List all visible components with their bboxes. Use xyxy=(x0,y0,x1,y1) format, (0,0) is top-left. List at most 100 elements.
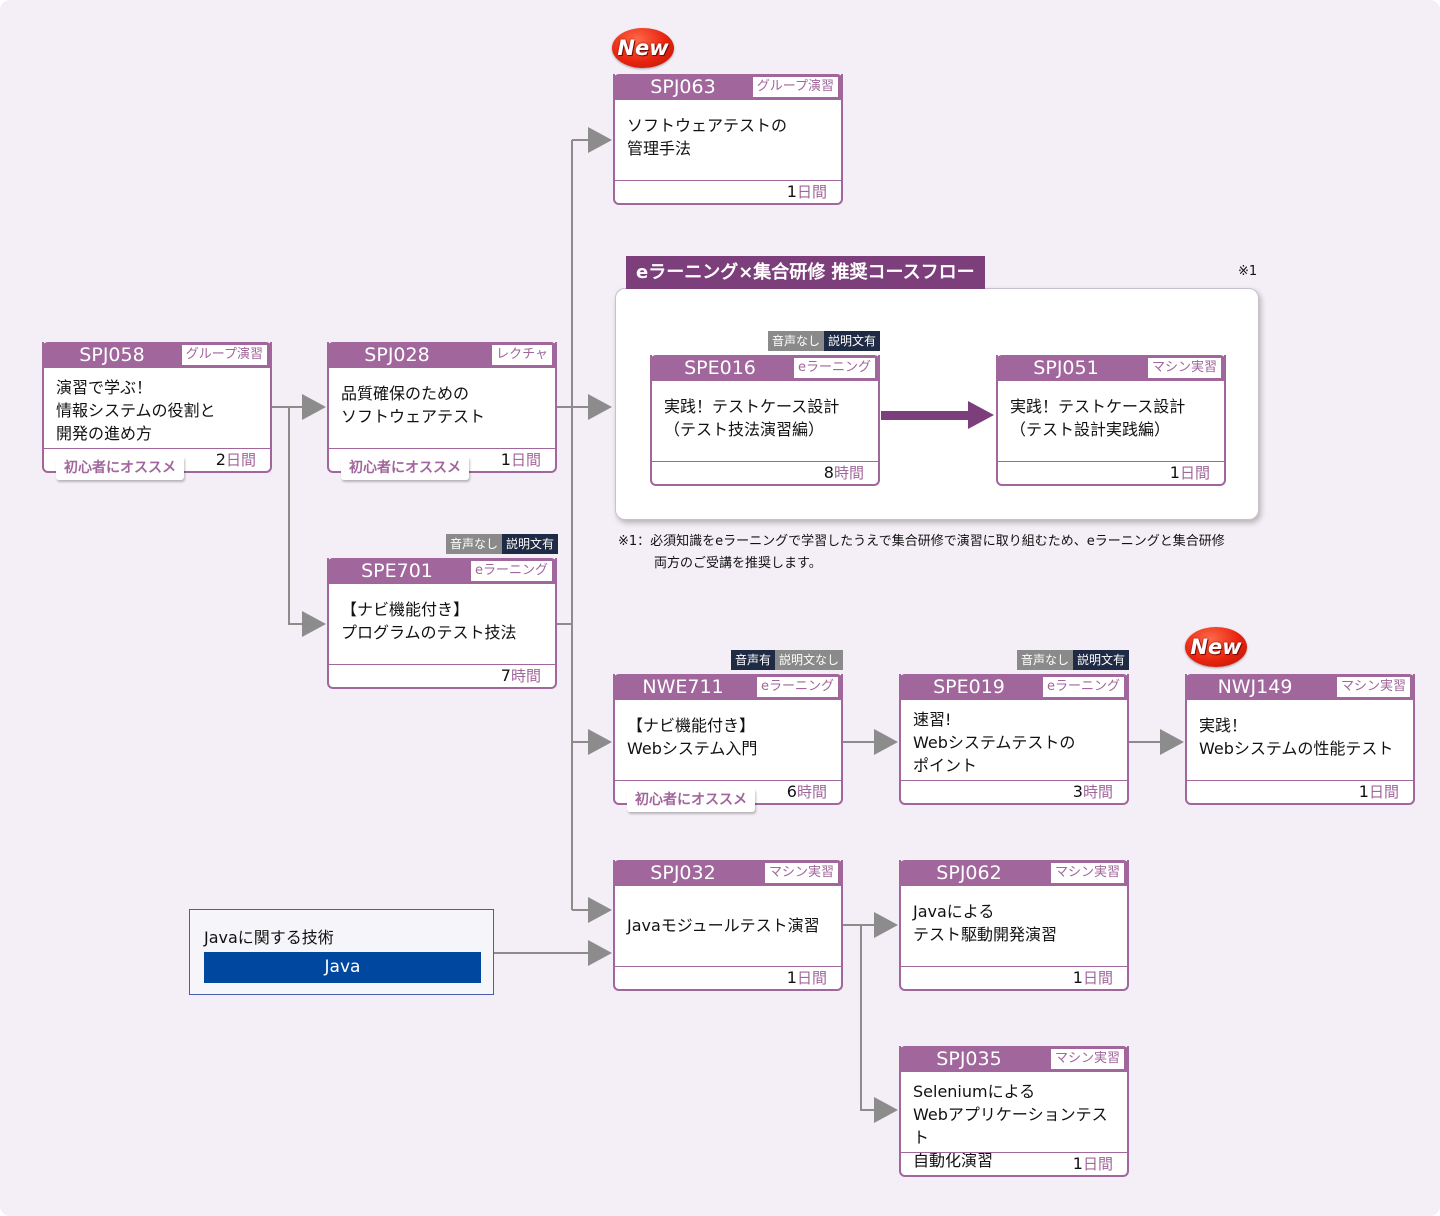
course-card-spe016[interactable]: SPE016 eラーニング 実践！テストケース設計 （テスト技法演習編） 8時間 xyxy=(650,355,880,486)
duration-unit: 日間 xyxy=(1082,1155,1113,1173)
course-footer xyxy=(901,966,1127,989)
flow-label: eラーニング×集合研修 推奨コースフロー xyxy=(626,256,985,289)
course-card-spj062[interactable]: SPJ062 マシン実習 Javaによる テスト駆動開発演習 1日間 xyxy=(899,860,1129,991)
duration-number: 1 xyxy=(1169,463,1180,482)
footnote-line1: ※1：必須知識をeラーニングで学習したうえで集合研修で演習に取り組むため、eラー… xyxy=(618,534,1225,549)
caption-label: 説明文有 xyxy=(502,534,559,554)
course-title: 品質確保のための ソフトウェアテスト xyxy=(341,384,486,426)
course-code: SPE701 xyxy=(361,560,433,582)
duration-number: 7 xyxy=(500,666,511,685)
caption-label: 説明文有 xyxy=(824,331,881,351)
course-title: 実践！ Webシステムの性能テスト xyxy=(1199,716,1394,758)
course-type: マシン実習 xyxy=(1336,677,1410,697)
arrow-spj028 xyxy=(302,394,326,420)
course-duration: 1日間 xyxy=(1073,1153,1113,1174)
course-type: マシン実習 xyxy=(764,863,838,883)
course-footer xyxy=(998,461,1224,484)
course-duration: 3時間 xyxy=(1073,781,1113,802)
duration-number: 1 xyxy=(786,968,797,987)
duration-unit: 時間 xyxy=(1082,783,1113,801)
course-card-spj063[interactable]: SPJ063 グループ演習 ソフトウェアテストの 管理手法 1日間 xyxy=(613,74,843,205)
course-card-spe019[interactable]: SPE019 eラーニング 速習! Webシステムテストの ポイント 3時間 xyxy=(899,674,1129,805)
course-card-spj051[interactable]: SPJ051 マシン実習 実践！テストケース設計 （テスト設計実践編） 1日間 xyxy=(996,355,1226,486)
course-title: 演習で学ぶ！ 情報システムの役割と 開発の進め方 xyxy=(56,378,216,443)
new-badge-nwj149: New xyxy=(1185,627,1247,667)
duration-unit: 時間 xyxy=(796,783,827,801)
arrow-spj035 xyxy=(874,1097,898,1123)
course-title: 【ナビ機能付き】 プログラムのテスト技法 xyxy=(341,600,517,642)
arrow-flowbox xyxy=(588,394,612,420)
footnote-line2: 両方のご受講を推奨します。 xyxy=(654,556,822,571)
duration-number: 3 xyxy=(1072,782,1083,801)
arrow-spj032-java xyxy=(588,940,612,966)
course-type: グループ演習 xyxy=(181,345,267,365)
beginner-badge: 初心者にオススメ xyxy=(341,456,469,480)
course-footer xyxy=(615,966,841,989)
course-title: Javaによる テスト駆動開発演習 xyxy=(913,902,1058,944)
caption-label: 説明文なし xyxy=(775,650,844,670)
course-code: SPJ035 xyxy=(936,1048,1002,1070)
audio-label: 音声なし xyxy=(768,331,825,351)
course-code: SPE019 xyxy=(933,676,1005,698)
course-footer xyxy=(329,448,555,471)
course-title: 実践！テストケース設計 （テスト技法演習編） xyxy=(664,397,840,439)
duration-number: 1 xyxy=(1072,968,1083,987)
course-duration: 1日間 xyxy=(787,181,827,202)
course-type: eラーニング xyxy=(1043,677,1124,697)
course-title: 実践！テストケース設計 （テスト設計実践編） xyxy=(1010,397,1186,439)
course-title: ソフトウェアテストの 管理手法 xyxy=(627,116,788,158)
duration-unit: 日間 xyxy=(1368,783,1399,801)
course-card-nwj149[interactable]: NWJ149 マシン実習 実践！ Webシステムの性能テスト 1日間 xyxy=(1185,674,1415,805)
audio-label: 音声なし xyxy=(446,534,503,554)
arrow-spe701 xyxy=(302,611,326,637)
course-duration: 1日間 xyxy=(1170,462,1210,483)
course-footer xyxy=(1187,780,1413,803)
course-code: SPJ028 xyxy=(364,344,430,366)
course-duration: 8時間 xyxy=(824,462,864,483)
course-duration: 1日間 xyxy=(1359,781,1399,802)
course-footer xyxy=(901,780,1127,803)
audio-label: 音声有 xyxy=(731,650,776,670)
audio-tag-spe016: 音声なし 説明文有 xyxy=(768,331,881,351)
duration-number: 1 xyxy=(1072,1154,1083,1173)
course-footer xyxy=(652,461,878,484)
duration-number: 1 xyxy=(500,450,511,469)
audio-label: 音声なし xyxy=(1017,650,1074,670)
note-mark: ※1 xyxy=(1238,264,1258,279)
course-card-spe701[interactable]: SPE701 eラーニング 【ナビ機能付き】 プログラムのテスト技法 7時間 xyxy=(327,558,557,689)
course-footer xyxy=(615,180,841,203)
arrow-spj062 xyxy=(874,912,898,938)
footnote: ※1：必須知識をeラーニングで学習したうえで集合研修で演習に取り組むため、eラー… xyxy=(618,531,1225,575)
course-card-spj058[interactable]: SPJ058 グループ演習 演習で学ぶ！ 情報システムの役割と 開発の進め方 2… xyxy=(42,342,272,480)
connector-paths xyxy=(271,139,1162,1111)
duration-number: 2 xyxy=(215,450,226,469)
course-card-spj035[interactable]: SPJ035 マシン実習 Seleniumによる Webアプリケーションテスト … xyxy=(899,1046,1129,1177)
course-type: eラーニング xyxy=(757,677,838,697)
course-code: SPE016 xyxy=(684,357,756,379)
course-code: SPJ058 xyxy=(79,344,145,366)
arrow-spe019 xyxy=(874,729,898,755)
arrowheads xyxy=(302,127,1184,1123)
course-type: eラーニング xyxy=(794,358,875,378)
line-spj058-out xyxy=(271,406,306,625)
audio-tag-nwe711: 音声有 説明文なし xyxy=(731,650,844,670)
course-type: マシン実習 xyxy=(1050,1049,1124,1069)
java-tag-link[interactable]: Java xyxy=(204,952,481,983)
course-code: SPJ063 xyxy=(650,76,716,98)
java-group-box: Javaに関する技術 Java xyxy=(189,909,494,995)
course-footer xyxy=(901,1152,1127,1175)
course-title: Javaモジュールテスト演習 xyxy=(627,916,820,935)
course-code: NWJ149 xyxy=(1217,676,1293,698)
audio-tag-spe019: 音声なし 説明文有 xyxy=(1017,650,1130,670)
duration-unit: 日間 xyxy=(796,183,827,201)
course-card-nwe711[interactable]: NWE711 eラーニング 【ナビ機能付き】 Webシステム入門 6時間 初心者… xyxy=(613,674,843,812)
course-card-spj032[interactable]: SPJ032 マシン実習 Javaモジュールテスト演習 1日間 xyxy=(613,860,843,991)
course-duration: 7時間 xyxy=(501,665,541,686)
new-badge-spj063: New xyxy=(612,28,674,68)
arrow-spj032-trunk xyxy=(588,897,612,923)
arrow-nwe711 xyxy=(588,729,612,755)
duration-unit: 日間 xyxy=(796,969,827,987)
course-card-spj028[interactable]: SPJ028 レクチャ 品質確保のための ソフトウェアテスト 1日間 初心者にオ… xyxy=(327,342,557,480)
course-duration: 1日間 xyxy=(1073,967,1113,988)
